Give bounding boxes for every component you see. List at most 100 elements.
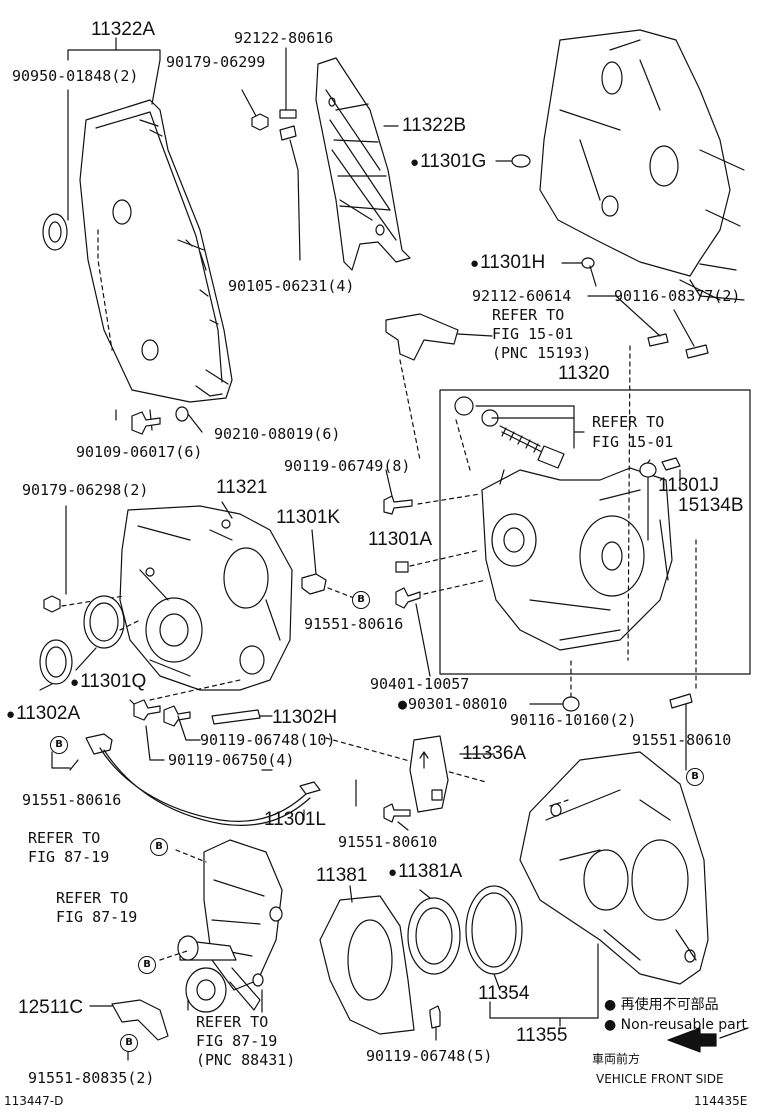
label-91551-80616-a: 91551-80616 [304,615,404,633]
bolt-90119-06748-5 [430,1006,440,1028]
label-90401-10057: 90401-10057 [370,675,470,693]
label-90119-06748-10: 90119-06748(10) [200,731,336,749]
label-90179-06298: 90179-06298(2) [22,481,149,499]
label-refer-15-01-a-line2: FIG 15-01 [492,325,574,343]
label-11320: 11320 [558,363,610,384]
label-12511c: 12511C [18,997,84,1018]
label-refer-87-19-c-line2: FIG 87-19 [196,1032,278,1050]
label-90119-06750: 90119-06750(4) [168,751,295,769]
label-92112-60614: 92112-60614 [472,287,572,305]
seal-11302a [40,640,72,684]
label-11321: 11321 [216,477,268,498]
label-11336a: 11336A [462,743,527,764]
sensor-11301k [302,574,326,594]
plug [455,397,473,415]
bracket-12511c [112,1000,168,1040]
seal-90950 [43,214,67,250]
corner-code-left: 113447-D [4,1094,64,1108]
ring-11354 [466,886,522,974]
label-11301j: 11301J [658,475,719,496]
label-11301a: 11301A [368,529,433,550]
label-11355: 11355 [516,1025,568,1046]
label-refer-15-01-a-line3: (PNC 15193) [492,344,592,362]
label-90119-06748-5: 90119-06748(5) [366,1047,493,1065]
label-91551-80835: 91551-80835(2) [28,1069,155,1087]
label-90109-06017: 90109-06017(6) [76,443,203,461]
housing-11381 [320,896,414,1034]
label-90950-01848: 90950-01848(2) [12,67,139,85]
stud-90116-10160 [670,694,692,708]
sensor-11301l [86,734,112,754]
label-91551-80610-a: 91551-80610 [632,731,732,749]
stud-11302h [212,710,260,724]
label-90119-06749: 90119-06749(8) [284,457,411,475]
label-90116-08377: 90116-08377(2) [614,287,741,305]
label-90301-08010: 90301-08010 [398,696,507,712]
label-11301g: 11301G [410,152,486,173]
plate-11322b [316,58,410,270]
callout-b-5: B [138,956,156,974]
stud-90116-08377 [686,345,708,358]
label-11301l: 11301L [264,809,326,830]
label-91551-80616-b: 91551-80616 [22,791,122,809]
front-side-en: VEHICLE FRONT SIDE [596,1072,724,1086]
label-11381: 11381 [316,865,368,886]
label-refer-87-19-a-line2: FIG 87-19 [28,848,110,866]
label-92122-80616: 92122-80616 [234,29,334,47]
dowel-11301a [396,562,408,572]
bolt-90109 [132,412,160,434]
label-refer-87-19-b-line2: FIG 87-19 [56,908,138,926]
label-refer-87-19-b-line1: REFER TO [56,889,129,907]
label-90179-06299: 90179-06299 [166,53,266,71]
callout-b-1: B [352,591,370,609]
front-side-jp: 車両前方 [592,1052,641,1066]
nut-90179-06298 [44,596,60,612]
gasket-ref-15-01 [386,314,458,360]
label-91551-80610-b: 91551-80610 [338,833,438,851]
oring-11301h [582,258,594,268]
label-refer-87-19-c-line3: (PNC 88431) [196,1051,296,1069]
legend-en: ● Non-reusable part [604,1017,747,1033]
label-11322a: 11322A [91,19,156,40]
label-refer-87-19-c-line1: REFER TO [196,1013,269,1031]
oring-11301j [640,463,656,477]
tensioner-assembly [178,840,282,1012]
legend-jp: ● 再使用不可部品 [604,997,719,1013]
timing-cover-11322a [80,100,232,402]
label-refer-15-01-b-line2: FIG 15-01 [592,433,674,451]
bolt-90105 [280,126,296,140]
legend-jp-text: 再使用不可部品 [620,997,719,1013]
oil-pump-box [440,390,750,674]
label-15134b: 15134B [678,495,744,516]
chain-case-11321 [120,506,292,690]
label-90116-10160: 90116-10160(2) [510,711,637,729]
stud-92112 [648,334,668,346]
oil-pump-11320 [482,460,672,650]
spring [500,426,542,452]
nut-90179-06299 [252,114,268,130]
label-11322b: 11322B [402,115,467,136]
bolt-91551-80610 [384,804,410,822]
callout-b-2: B [50,736,68,754]
callout-b-3: B [686,768,704,786]
label-11301k: 11301K [276,507,341,528]
washer-90210 [176,407,188,421]
label-11381a: 11381A [388,862,462,883]
bracket-11336a [410,736,448,812]
label-refer-15-01-b-line1: REFER TO [592,413,665,431]
callout-b-6: B [120,1034,138,1052]
oring-11301g [512,155,530,167]
label-11302a: 11302A [6,704,80,725]
label-refer-87-19-a-line1: REFER TO [28,829,101,847]
bolt-90401 [396,588,420,608]
label-11302h: 11302H [272,707,338,728]
callout-b-4: B [150,838,168,856]
plug-15134b [662,458,680,470]
label-11301q: 11301Q [70,672,146,693]
front-arrow [668,1028,716,1052]
oring-90301 [563,697,579,711]
engine-block [540,30,744,300]
corner-code-right: 114435E [694,1094,748,1108]
